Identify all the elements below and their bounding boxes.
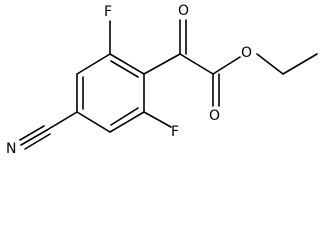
aryl-keto-bond — [143, 53, 181, 75]
ring-inner-double-bond — [110, 60, 139, 78]
ring-bond — [109, 53, 145, 75]
chemical-structure: N F F O O O — [6, 3, 318, 157]
ester-oxygen-bond — [212, 56, 241, 75]
ethyl-bond — [282, 53, 318, 75]
fluorine-substituents: F F — [104, 4, 179, 140]
nitrile-group: N — [6, 111, 78, 157]
nitrile-triple-bond — [24, 133, 51, 150]
ring-bond — [76, 53, 111, 75]
ring-bond — [109, 111, 145, 133]
atom-label-nitrogen: N — [6, 141, 16, 157]
nitrile-triple-bond — [19, 125, 45, 141]
ring-bond — [76, 111, 111, 133]
atom-label-ester-carbonyl-oxygen: O — [209, 108, 220, 124]
atom-label-fluorine-top: F — [104, 4, 112, 20]
ring-inner-double-bond — [110, 107, 139, 126]
carbon-carbon-bond — [179, 53, 214, 75]
atom-label-ester-ether-oxygen: O — [241, 45, 252, 61]
nitrile-triple-bond — [20, 129, 48, 146]
ether-ethyl-bond — [256, 53, 284, 75]
atom-label-fluorine-bottom: F — [171, 124, 179, 140]
aromatic-ring — [76, 53, 145, 133]
atom-label-keto-oxygen: O — [178, 3, 189, 19]
aryl-fluorine-bond — [143, 111, 172, 128]
glyoxylate-ester-chain: O O O — [143, 3, 318, 124]
aryl-nitrile-bond — [46, 111, 78, 131]
